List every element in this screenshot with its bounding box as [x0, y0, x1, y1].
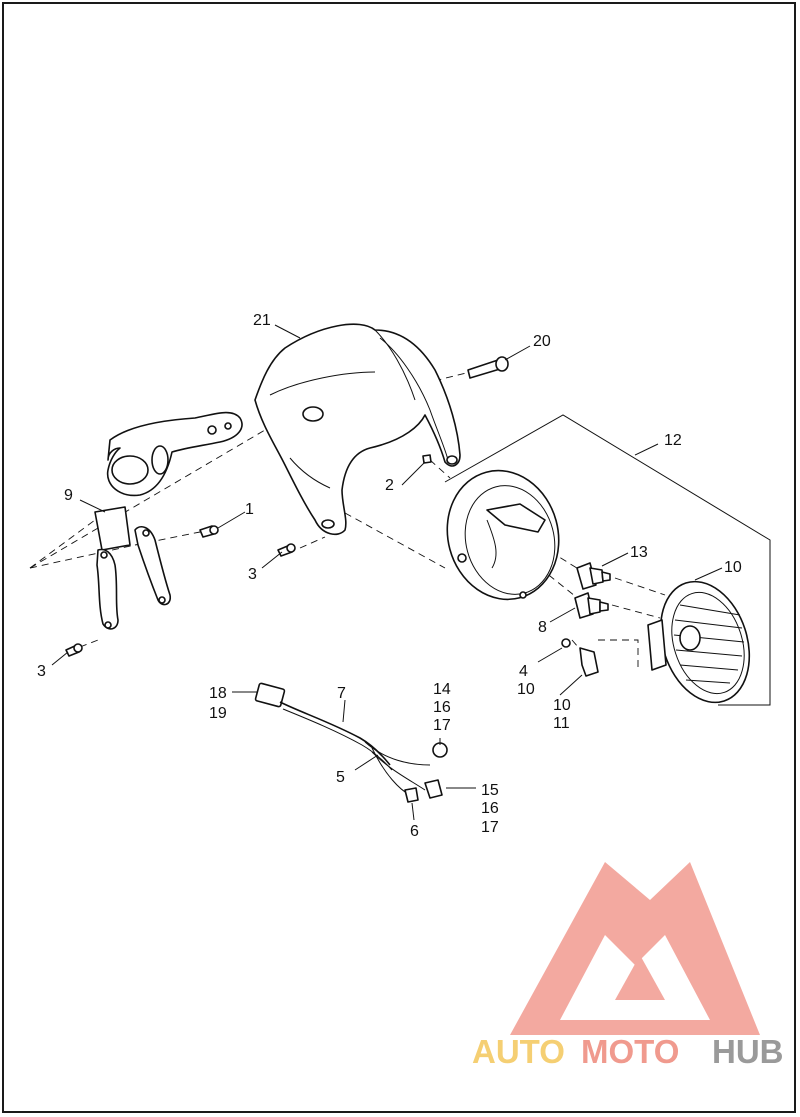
callout-5: 5	[336, 769, 345, 786]
callout-leaders	[51, 324, 723, 821]
callout-14: 14	[433, 681, 451, 698]
headlamp-shell	[446, 469, 560, 601]
clip-10	[579, 647, 599, 677]
bulb-8	[574, 592, 609, 619]
callout-11: 11	[553, 715, 570, 732]
screw-2	[422, 454, 432, 464]
side-brackets-9	[94, 506, 172, 630]
callout-1: 1	[245, 501, 254, 518]
screw-20	[467, 356, 509, 379]
bulb-13	[576, 562, 611, 590]
callout-18: 18	[209, 685, 227, 702]
wiring-harness	[254, 682, 448, 803]
callout-9: 9	[64, 487, 73, 504]
callout-2: 2	[385, 477, 394, 494]
callout-10-lamp: 10	[724, 559, 742, 576]
headlamp-unit-10	[647, 580, 751, 704]
watermark-hub: HUB	[712, 1033, 784, 1070]
screw-3-lower	[65, 643, 83, 657]
callout-8: 8	[538, 619, 547, 636]
watermark-moto: MOTO	[581, 1033, 679, 1070]
screw-4	[561, 638, 571, 648]
callout-4: 4	[519, 663, 528, 680]
kit-bracket-12	[444, 414, 771, 706]
watermark-logo-icon	[510, 862, 760, 1035]
callout-17-bottom: 17	[481, 819, 499, 836]
callout-12: 12	[664, 432, 682, 449]
headlight-nacelle	[254, 323, 461, 536]
watermark-auto: AUTO	[472, 1033, 565, 1070]
callout-16-bottom: 16	[481, 800, 499, 817]
callout-15: 15	[481, 782, 499, 799]
callout-16-top: 16	[433, 699, 451, 716]
callout-10-screw: 10	[517, 681, 535, 698]
callout-3-lower: 3	[37, 663, 46, 680]
callout-19: 19	[209, 705, 227, 722]
callout-labels: 21 20 12 2 9 1 3 3 13 10 8 4 10 10 11 18…	[37, 312, 742, 840]
callout-21: 21	[253, 312, 271, 329]
callout-10-clip: 10	[553, 697, 571, 714]
callout-3-upper: 3	[248, 566, 257, 583]
fork-clamp-bracket	[106, 411, 243, 497]
screw-3-upper	[277, 543, 296, 557]
watermark-text: AUTO MOTO HUB	[472, 1033, 784, 1070]
callout-13: 13	[630, 544, 648, 561]
callout-7: 7	[337, 685, 346, 702]
callout-20: 20	[533, 333, 551, 350]
callout-6: 6	[410, 823, 419, 840]
screw-1	[199, 525, 219, 538]
callout-17-top: 17	[433, 717, 451, 734]
